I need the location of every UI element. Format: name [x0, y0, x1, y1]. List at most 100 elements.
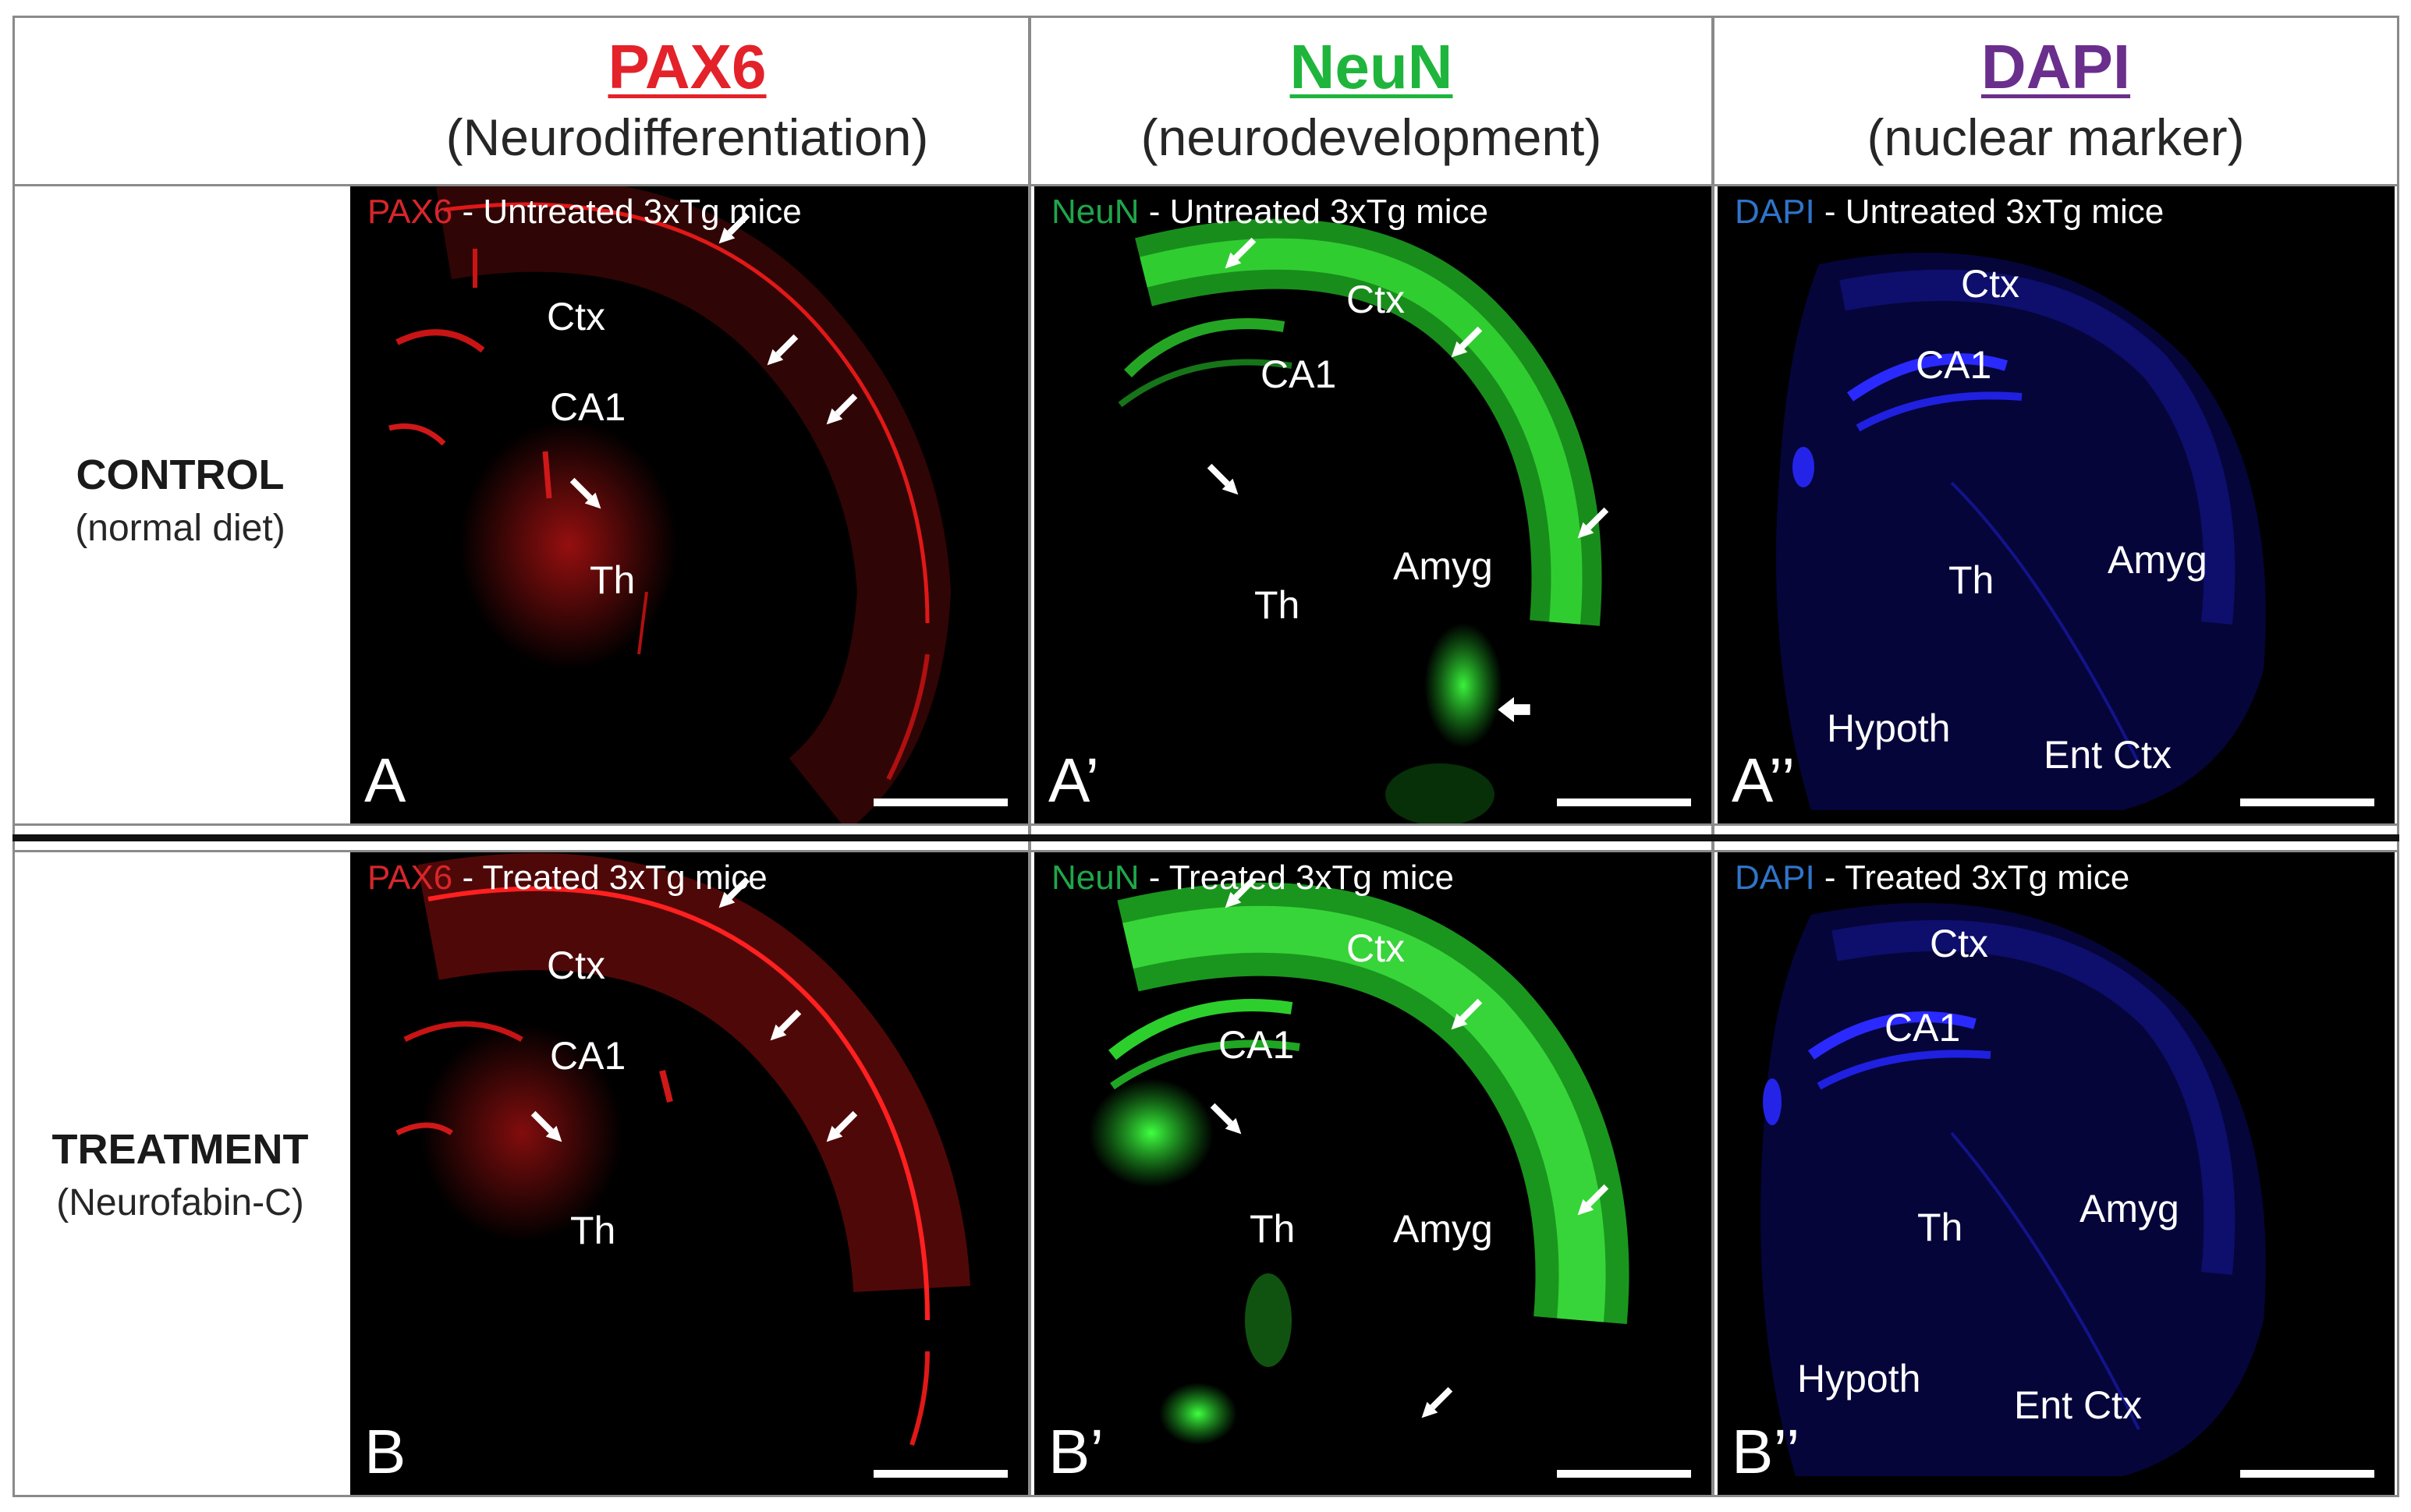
region-label-ctx: Ctx — [1930, 922, 1988, 965]
pax6-tissue-image — [395, 853, 970, 1446]
arrow-icon — [770, 1009, 802, 1041]
arrow-icon — [1498, 696, 1530, 723]
panel-letter: B — [364, 1417, 406, 1486]
region-label-ca1: CA1 — [550, 1034, 626, 1078]
arrow-icon — [1225, 876, 1257, 908]
column-marker-dapi: DAPI — [1980, 32, 2131, 101]
panel-letter: A’’ — [1732, 745, 1796, 815]
neun-tissue-image — [1089, 882, 1629, 1445]
region-label-ca1: CA1 — [1260, 352, 1337, 396]
region-label-ent-ctx: Ent Ctx — [2014, 1383, 2142, 1427]
panel-b-pax6-treated: PAX6 - Treated 3xTg mice Ctx CA1 Th B — [350, 852, 1028, 1495]
region-label-th: Th — [590, 558, 636, 602]
arrow-icon — [1451, 998, 1483, 1030]
panel-letter: A’ — [1048, 745, 1100, 815]
region-label-th: Th — [1948, 558, 1994, 602]
arrow-icon — [1421, 1386, 1453, 1418]
region-label-ctx: Ctx — [1346, 926, 1405, 970]
region-label-th: Th — [1254, 583, 1300, 627]
column-marker-neun: NeuN — [1289, 32, 1453, 101]
panel-title: NeuN - Untreated 3xTg mice — [1051, 193, 1488, 232]
row-label-control: CONTROL (normal diet) — [12, 448, 348, 553]
arrow-icon — [718, 876, 750, 908]
panel-title: DAPI - Untreated 3xTg mice — [1735, 193, 2164, 232]
region-label-ctx: Ctx — [547, 944, 605, 987]
region-label-th: Th — [570, 1209, 616, 1252]
arrow-icon — [826, 393, 858, 425]
region-label-ctx: Ctx — [547, 295, 605, 338]
panel-title-text: - Untreated 3xTg mice — [1814, 193, 2165, 231]
panel-title: NeuN - Treated 3xTg mice — [1051, 859, 1454, 898]
row-divider-bottom — [12, 850, 2399, 852]
panel-title-text: - Treated 3xTg mice — [1139, 859, 1454, 897]
arrow-icon — [569, 477, 601, 509]
region-label-amyg: Amyg — [1393, 1207, 1493, 1251]
row-divider-top — [12, 823, 2399, 826]
panel-title-marker: DAPI — [1735, 193, 1815, 231]
scale-bar — [1557, 1470, 1691, 1478]
column-header-pax6: PAX6 (Neurodifferentiation) — [348, 31, 1026, 168]
region-label-th: Th — [1250, 1207, 1296, 1251]
arrow-icon — [1577, 1184, 1609, 1216]
panel-title-marker: DAPI — [1735, 859, 1815, 897]
arrow-icon — [767, 334, 799, 366]
row-label-treatment-main: TREATMENT — [51, 1126, 309, 1173]
region-label-ctx: Ctx — [1346, 278, 1405, 321]
scale-bar — [874, 1470, 1008, 1478]
row-label-treatment-sub: (Neurofabin-C) — [56, 1182, 304, 1223]
row-label-control-sub: (normal diet) — [75, 508, 285, 549]
panel-a1-neun-untreated: NeuN - Untreated 3xTg mice Ctx CA1 Amyg … — [1034, 186, 1711, 823]
table-border-left — [12, 16, 15, 1497]
scale-bar — [874, 798, 1008, 806]
column-marker-pax6: PAX6 — [608, 32, 767, 101]
panel-b1-neun-treated: NeuN - Treated 3xTg mice Ctx CA1 Th Amyg… — [1034, 852, 1711, 1495]
panel-letter: A — [364, 745, 406, 815]
region-label-th: Th — [1917, 1206, 1963, 1249]
panel-letter: B’’ — [1732, 1417, 1800, 1486]
column-subtitle-neun: (neurodevelopment) — [1140, 108, 1602, 166]
panel-a-pax6-untreated: PAX6 - Untreated 3xTg mice Ctx CA1 Th A — [350, 186, 1028, 823]
panel-title-marker: NeuN — [1051, 859, 1140, 897]
region-label-hypoth: Hypoth — [1797, 1357, 1921, 1400]
scale-bar — [2240, 1470, 2374, 1478]
table-border-top — [12, 16, 2399, 18]
arrow-icon — [1451, 326, 1483, 358]
row-label-treatment: TREATMENT (Neurofabin-C) — [12, 1123, 348, 1227]
panel-title: DAPI - Treated 3xTg mice — [1735, 859, 2129, 898]
scale-bar — [2240, 798, 2374, 806]
region-label-ca1: CA1 — [1916, 343, 1992, 387]
row-label-control-main: CONTROL — [76, 451, 285, 498]
panel-title-marker: PAX6 — [367, 193, 453, 231]
region-label-ctx: Ctx — [1961, 262, 2019, 306]
panel-b2-dapi-treated: DAPI - Treated 3xTg mice Ctx CA1 Th Amyg… — [1718, 852, 2395, 1495]
panel-letter: B’ — [1048, 1417, 1104, 1486]
column-subtitle-pax6: (Neurodifferentiation) — [445, 108, 929, 166]
arrow-icon — [718, 212, 750, 244]
arrow-icon — [530, 1110, 562, 1142]
region-label-amyg: Amyg — [1393, 544, 1493, 588]
pax6-tissue-image — [388, 186, 952, 823]
table-border-right — [2397, 16, 2399, 1497]
region-label-amyg: Amyg — [2079, 1187, 2179, 1230]
region-label-ca1: CA1 — [550, 385, 626, 429]
column-header-dapi: DAPI (nuclear marker) — [1714, 31, 2397, 168]
panel-title-text: - Untreated 3xTg mice — [452, 193, 802, 231]
arrow-icon — [1225, 237, 1257, 269]
panel-title: PAX6 - Treated 3xTg mice — [367, 859, 768, 898]
region-label-hypoth: Hypoth — [1827, 706, 1951, 750]
col-divider-2 — [1711, 16, 1714, 1497]
panel-title-text: - Treated 3xTg mice — [1814, 859, 2130, 897]
panel-title-marker: NeuN — [1051, 193, 1140, 231]
header-divider — [12, 184, 2399, 186]
arrow-icon — [1207, 463, 1239, 495]
dapi-tissue-image — [1760, 903, 2266, 1476]
table-border-bottom — [12, 1495, 2399, 1497]
region-label-amyg: Amyg — [2108, 538, 2207, 582]
region-label-ca1: CA1 — [1884, 1006, 1961, 1050]
panel-title-marker: PAX6 — [367, 859, 453, 897]
region-label-ca1: CA1 — [1218, 1023, 1295, 1067]
dapi-tissue-image — [1776, 253, 2266, 810]
arrow-icon — [1577, 507, 1609, 539]
region-label-ent-ctx: Ent Ctx — [2044, 733, 2172, 777]
panel-title-text: - Treated 3xTg mice — [452, 859, 768, 897]
